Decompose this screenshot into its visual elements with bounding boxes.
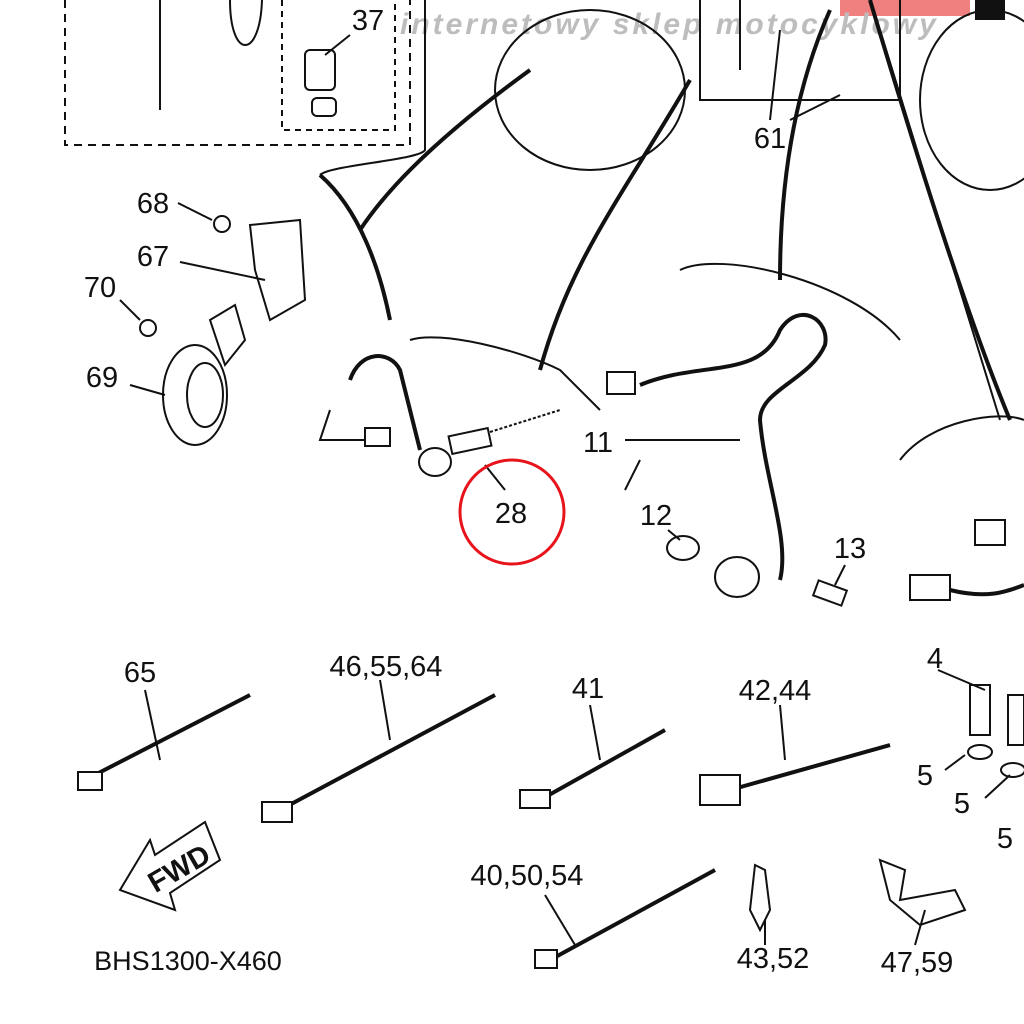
sender-4 [969, 684, 991, 736]
switch-connector [364, 427, 391, 447]
horn [162, 344, 228, 446]
clip-43 [748, 863, 772, 933]
horn-stay [208, 303, 247, 368]
label-40-50-54: 40,50,54 [471, 860, 584, 892]
coupler-lead [949, 583, 1024, 597]
cable-tie-40 [549, 868, 716, 962]
tie-head-46 [261, 801, 293, 823]
coupler [909, 574, 951, 601]
label-4: 4 [927, 643, 943, 675]
cap-part [311, 97, 337, 117]
tie-head-40 [534, 949, 558, 969]
inset-box [64, 0, 411, 146]
fwd-arrow-icon: FWD [118, 820, 222, 912]
switch-body [418, 447, 452, 477]
label-70: 70 [84, 272, 116, 304]
sensor-connector [606, 371, 636, 395]
cable-tie-41 [539, 728, 666, 802]
label-42-44: 42,44 [739, 675, 812, 707]
label-5c: 5 [997, 823, 1013, 855]
meter-lines [699, 0, 1001, 421]
horn-bracket [248, 218, 307, 322]
sensor-lead-11 [639, 313, 828, 581]
horn-face [186, 362, 224, 428]
inset-box-inner [281, 0, 396, 131]
label-41: 41 [572, 673, 604, 705]
bolt-13 [811, 579, 849, 607]
label-11: 11 [583, 427, 613, 459]
label-68: 68 [137, 188, 169, 220]
washer-5a [967, 744, 993, 760]
label-5a: 5 [917, 760, 933, 792]
highlight-circle-28 [458, 458, 566, 566]
connector-part [304, 49, 336, 91]
frame-lines [159, 0, 426, 176]
tie-head-41 [519, 789, 551, 809]
harness-outline [409, 262, 1024, 461]
leader-lines [119, 29, 1011, 946]
label-61: 61 [754, 123, 786, 155]
switch-spring [489, 409, 561, 433]
label-65: 65 [124, 657, 156, 689]
gauge-right [919, 9, 1024, 191]
sender-4b [1007, 694, 1024, 746]
label-47-59: 47,59 [881, 947, 954, 979]
label-37: 37 [352, 5, 384, 37]
label-12: 12 [640, 500, 672, 532]
wire-harness [318, 0, 1012, 421]
label-28[interactable]: 28 [495, 498, 527, 530]
washer-5b [1000, 762, 1024, 778]
bolt-68 [213, 215, 231, 233]
cable-tie-46 [279, 693, 496, 812]
tie-head-65 [77, 771, 103, 791]
tie-head-42 [699, 774, 741, 806]
relay [974, 519, 1006, 546]
watermark-text: internetowy sklep motocyklowy [400, 8, 939, 41]
cable-tie-42 [729, 743, 891, 792]
bolt-70 [139, 319, 157, 337]
label-46-55-64: 46,55,64 [330, 651, 443, 683]
sensor-body [714, 556, 760, 598]
label-13: 13 [834, 533, 866, 565]
label-5b: 5 [954, 788, 970, 820]
neutral-switch-28 [447, 426, 493, 456]
label-69: 69 [86, 362, 118, 394]
cable-tie-65 [84, 693, 251, 782]
o-ring-12 [666, 535, 700, 561]
clamp-47 [878, 858, 967, 927]
label-67: 67 [137, 241, 169, 273]
switch-wire [318, 409, 370, 441]
diagram-code: BHS1300-X460 [94, 946, 282, 976]
switch-lead [348, 354, 422, 451]
label-43-52: 43,52 [737, 943, 810, 975]
